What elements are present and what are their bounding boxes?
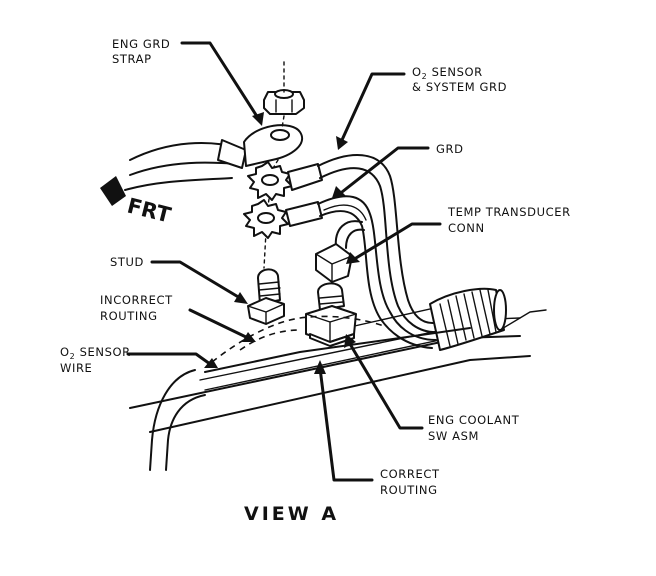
- temp-transducer-label-line2: CONN: [448, 221, 485, 235]
- front-arrow-icon: [100, 176, 126, 206]
- o2-sensor-wire-sub: 2: [70, 352, 76, 361]
- o2-sensor-system-grd-sub: 2: [422, 72, 428, 81]
- incorrect-routing-path: [211, 315, 385, 363]
- eng-coolant-label-line1: ENG COOLANT: [428, 413, 520, 427]
- correct-routing-label-line2: ROUTING: [380, 483, 438, 497]
- eng-grd-strap-label-line1: ENG GRD: [112, 37, 170, 51]
- lower-star-washer: [243, 199, 323, 239]
- o2-sensor-system-grd-sensor: SENSOR: [427, 65, 482, 79]
- assembly-centerline: [263, 61, 285, 269]
- top-nut: [263, 89, 305, 115]
- temp-transducer-label-line1: TEMP TRANSDUCER: [447, 205, 571, 219]
- view-a-title: VIEW A: [244, 503, 339, 525]
- o2-sensor-system-grd-label-line1: O2 SENSOR: [412, 65, 483, 81]
- stud: [247, 268, 285, 325]
- stud-label: STUD: [110, 255, 144, 269]
- grd-label: GRD: [436, 142, 464, 156]
- engine-coolant-switch: [305, 282, 357, 347]
- o2-sensor-wire-label-line1: O2 SENSOR: [60, 345, 131, 361]
- upper-star-washer: [247, 161, 323, 201]
- front-arrow: FRT: [100, 176, 174, 228]
- temp-transducer-connector: [315, 220, 365, 283]
- o2-sensor-system-grd-label-line2: & SYSTEM GRD: [412, 80, 507, 94]
- ground-strap-cable: [124, 139, 247, 191]
- ground-strap-ring-terminal: [243, 124, 303, 167]
- correct-routing-label-line1: CORRECT: [380, 467, 440, 481]
- o2-sensor-wire-label-line2: WIRE: [60, 361, 92, 375]
- callout-leaders: [126, 41, 442, 482]
- incorrect-routing-label-line1: INCORRECT: [100, 293, 173, 307]
- eng-coolant-label-line2: SW ASM: [428, 429, 479, 443]
- o2-sensor-wire-sensor: SENSOR: [75, 345, 130, 359]
- o2-sensor-system-grd-o: O: [412, 65, 422, 79]
- frt-label: FRT: [125, 194, 174, 228]
- wire-loom: [429, 287, 507, 351]
- incorrect-routing-label-line2: ROUTING: [100, 309, 158, 323]
- wire-bundle: [317, 154, 441, 349]
- eng-grd-strap-label-line2: STRAP: [112, 52, 152, 66]
- o2-sensor-wire-o: O: [60, 345, 70, 359]
- callout-labels: ENG GRD STRAP O2 SENSOR & SYSTEM GRD GRD…: [60, 37, 571, 525]
